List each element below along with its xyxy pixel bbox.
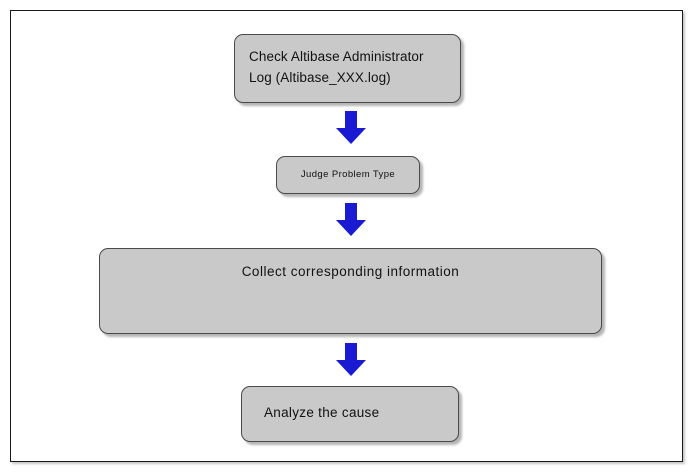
flowchart-canvas: Check Altibase Administrator Log (Altiba… (11, 11, 682, 461)
arrow-down-icon (335, 203, 367, 237)
flow-node-judge-problem-type-label: Judge Problem Type (300, 169, 396, 180)
flow-node-check-log[interactable]: Check Altibase Administrator Log (Altiba… (234, 34, 461, 103)
arrow-down-icon (335, 111, 367, 145)
flow-node-judge-problem-type[interactable]: Judge Problem Type (276, 156, 420, 194)
diagram-frame: Check Altibase Administrator Log (Altiba… (10, 10, 683, 462)
arrow-down-icon (335, 343, 367, 377)
flow-node-collect-information[interactable]: Collect corresponding information (99, 248, 602, 334)
flow-node-analyze-cause-label: Analyze the cause (264, 405, 380, 420)
flow-node-analyze-cause[interactable]: Analyze the cause (241, 386, 459, 442)
flow-node-collect-information-label: Collect corresponding information (241, 264, 460, 279)
flow-node-check-log-label: Check Altibase Administrator Log (Altiba… (249, 49, 424, 85)
